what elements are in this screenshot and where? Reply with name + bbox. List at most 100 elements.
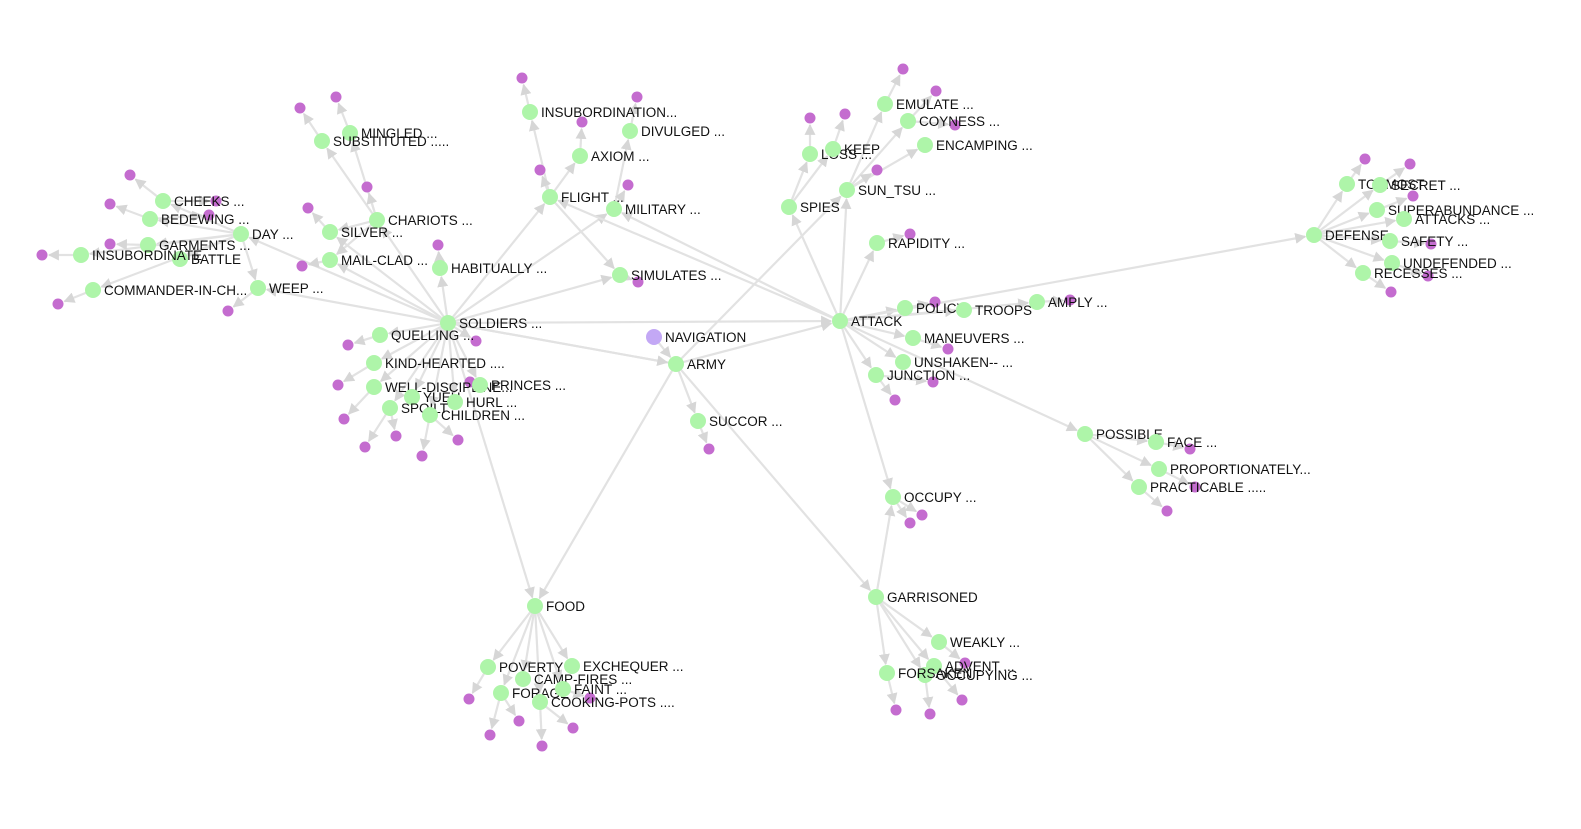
node-circle-safety[interactable] (1382, 233, 1398, 249)
node-circle-spies[interactable] (781, 199, 797, 215)
leaf-dot-20[interactable] (342, 339, 354, 351)
leaf-dot-50[interactable] (890, 704, 902, 716)
leaf-dot-37[interactable] (929, 296, 941, 308)
leaf-dot-42[interactable] (1184, 443, 1196, 455)
node-circle-chariots[interactable] (369, 212, 385, 228)
node-occupying[interactable]: OCCUPYING ... (917, 667, 1033, 683)
node-cookingpots[interactable]: COOKING-POTS .... (532, 694, 675, 710)
node-poverty[interactable]: POVERTY ... (480, 659, 578, 675)
leaf-dot-15[interactable] (203, 209, 215, 221)
node-divulged[interactable]: DIVULGED ... (622, 123, 725, 139)
node-circle-divulged[interactable] (622, 123, 638, 139)
leaf-dot-49[interactable] (924, 708, 936, 720)
node-circle-navigation[interactable] (646, 329, 662, 345)
leaf-dot-16[interactable] (104, 238, 116, 250)
leaf-dot-59[interactable] (513, 715, 525, 727)
node-day[interactable]: DAY ... (233, 226, 294, 242)
node-circle-face[interactable] (1148, 434, 1164, 450)
leaf-dot-0[interactable] (516, 72, 528, 84)
node-superabundance[interactable]: SUPERABUNDANCE ... (1369, 202, 1534, 218)
node-circle-forsaken[interactable] (879, 665, 895, 681)
node-circle-cheeks[interactable] (155, 193, 171, 209)
node-circle-day[interactable] (233, 226, 249, 242)
node-circle-commander[interactable] (85, 282, 101, 298)
node-encamping[interactable]: ENCAMPING ... (917, 137, 1033, 153)
node-attacks[interactable]: ATTACKS ... (1396, 211, 1490, 227)
leaf-dot-32[interactable] (871, 164, 883, 176)
node-circle-attacks[interactable] (1396, 211, 1412, 227)
node-circle-recesses[interactable] (1355, 265, 1371, 281)
node-circle-weep[interactable] (250, 280, 266, 296)
leaf-dot-58[interactable] (484, 729, 496, 741)
node-amply[interactable]: AMPLY ... (1029, 294, 1108, 310)
node-circle-soldiers[interactable] (440, 315, 456, 331)
leaf-dot-27[interactable] (470, 335, 482, 347)
leaf-dot-24[interactable] (390, 430, 402, 442)
leaf-dot-47[interactable] (959, 657, 971, 669)
node-safety[interactable]: SAFETY ... (1382, 233, 1468, 249)
node-circle-policy[interactable] (897, 300, 913, 316)
node-succor[interactable]: SUCCOR ... (690, 413, 783, 429)
node-quelling[interactable]: QUELLING ... (372, 327, 474, 343)
node-circle-food[interactable] (527, 598, 543, 614)
leaf-dot-51[interactable] (1359, 153, 1371, 165)
leaf-dot-5[interactable] (632, 276, 644, 288)
node-faint[interactable]: FAINT ... (555, 681, 627, 697)
node-circle-junction[interactable] (868, 367, 884, 383)
node-circle-practicable[interactable] (1131, 479, 1147, 495)
node-bedewing[interactable]: BEDEWING ... (142, 211, 250, 227)
node-circle-loss[interactable] (802, 146, 818, 162)
node-garments[interactable]: GARMENTS ... (140, 237, 251, 253)
node-circle-mailclad[interactable] (322, 252, 338, 268)
leaf-dot-23[interactable] (359, 441, 371, 453)
leaf-dot-54[interactable] (1425, 238, 1437, 250)
leaf-dot-21[interactable] (332, 379, 344, 391)
leaf-dot-1[interactable] (534, 164, 546, 176)
node-circle-insubordinate[interactable] (73, 247, 89, 263)
node-battle[interactable]: BATTLE (172, 251, 241, 267)
leaf-dot-43[interactable] (1189, 481, 1201, 493)
node-practicable[interactable]: PRACTICABLE ..... (1131, 479, 1266, 495)
node-substituted[interactable]: SUBSTITUTED ..... (314, 133, 449, 149)
node-suntsu[interactable]: SUN_TSU ... (839, 182, 936, 198)
leaf-dot-60[interactable] (536, 740, 548, 752)
node-silver[interactable]: SILVER ... (322, 224, 403, 240)
node-circle-cookingpots[interactable] (532, 694, 548, 710)
leaf-dot-29[interactable] (703, 443, 715, 455)
leaf-dot-8[interactable] (330, 91, 342, 103)
leaf-dot-52[interactable] (1404, 158, 1416, 170)
node-mingled[interactable]: MINGLED ... (342, 125, 438, 141)
leaf-dot-35[interactable] (949, 119, 961, 131)
node-occupy[interactable]: OCCUPY ... (885, 489, 977, 505)
node-spies[interactable]: SPIES (781, 199, 840, 215)
node-circle-axiom[interactable] (572, 148, 588, 164)
node-navigation[interactable]: NAVIGATION (646, 329, 746, 345)
leaf-dot-11[interactable] (296, 260, 308, 272)
node-garrisoned[interactable]: GARRISONED (868, 589, 978, 605)
node-circle-faint[interactable] (555, 681, 571, 697)
leaf-dot-25[interactable] (416, 450, 428, 462)
node-attack[interactable]: ATTACK (832, 313, 902, 329)
leaf-dot-19[interactable] (222, 305, 234, 317)
node-face[interactable]: FACE ... (1148, 434, 1217, 450)
leaf-dot-3[interactable] (631, 91, 643, 103)
node-circle-succor[interactable] (690, 413, 706, 429)
node-military[interactable]: MILITARY ... (606, 201, 701, 217)
leaf-dot-18[interactable] (52, 298, 64, 310)
node-army[interactable]: ARMY (668, 356, 726, 372)
node-circle-mingled[interactable] (342, 125, 358, 141)
leaf-dot-12[interactable] (124, 169, 136, 181)
node-chariots[interactable]: CHARIOTS ... (369, 212, 473, 228)
node-circle-quelling[interactable] (372, 327, 388, 343)
node-circle-simulates[interactable] (612, 267, 628, 283)
leaf-dot-39[interactable] (942, 343, 954, 355)
node-circle-weakly[interactable] (931, 634, 947, 650)
leaf-dot-14[interactable] (210, 195, 222, 207)
node-circle-battle[interactable] (172, 251, 188, 267)
leaf-dot-2[interactable] (576, 116, 588, 128)
leaf-dot-41[interactable] (889, 394, 901, 406)
node-circle-military[interactable] (606, 201, 622, 217)
node-circle-bedewing[interactable] (142, 211, 158, 227)
leaf-dot-31[interactable] (839, 108, 851, 120)
node-keep[interactable]: KEEP (825, 141, 880, 157)
